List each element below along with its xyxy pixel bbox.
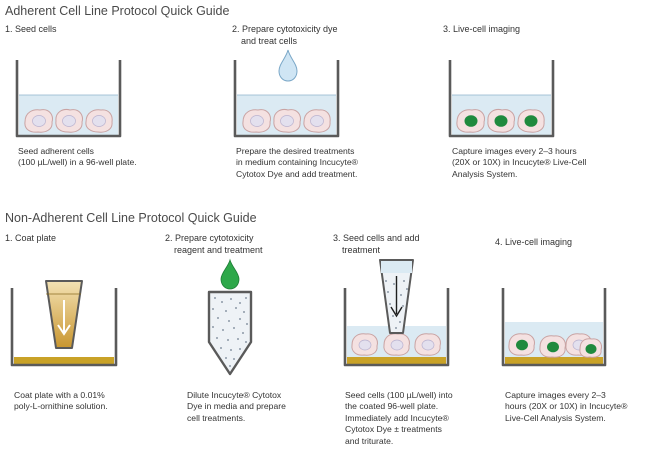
adherent-well-1 — [15, 60, 122, 138]
nonadherent-step-2-title: 2. Prepare cytotoxicity reagent and trea… — [165, 233, 263, 255]
seed-cells-well — [343, 259, 450, 367]
adherent-step-2-description: Prepare the desired treatments in medium… — [236, 146, 358, 179]
adherent-step-3-description: Capture images every 2–3 hours (20X or 1… — [452, 146, 587, 179]
cell-icon — [414, 333, 441, 356]
cell-icon — [55, 109, 83, 133]
dye-particles — [212, 297, 248, 367]
reagent-tube — [207, 258, 253, 376]
nonadherent-step-1-description: Coat plate with a 0.01% poly-L-ornithine… — [14, 390, 108, 412]
nonadherent-step-3-title: 3. Seed cells and add treatment — [333, 233, 420, 255]
cell-icon — [273, 109, 301, 133]
coat-plate-well — [10, 280, 118, 367]
cell-icon — [24, 109, 53, 133]
adherent-section-title: Adherent Cell Line Protocol Quick Guide — [5, 4, 230, 18]
nonadherent-step-4-description: Capture images every 2–3 hours (20X or 1… — [505, 390, 628, 423]
dead-cell-icon — [456, 109, 485, 133]
adherent-cells-1 — [24, 109, 113, 133]
dead-cell-icon — [508, 333, 535, 356]
adherent-step-2-title: 2. Prepare cytotoxicity dye and treat ce… — [232, 24, 338, 46]
coating-pipette-tip — [45, 280, 83, 349]
cell-icon — [242, 109, 271, 133]
adherent-well-3 — [448, 60, 555, 138]
adherent-step-1-title: 1. Seed cells — [5, 24, 57, 34]
dead-cell-icon — [579, 338, 602, 358]
green-dye-drop-icon — [220, 258, 240, 290]
nonadherent-step-4-title: 4. Live-cell imaging — [495, 237, 573, 247]
cell-icon — [351, 333, 378, 356]
cell-icon — [85, 109, 113, 133]
nonadherent-step-3-description: Seed cells (100 µL/well) into the coated… — [345, 390, 453, 446]
adherent-step-1-description: Seed adherent cells (100 µL/well) in a 9… — [18, 146, 137, 168]
dead-cell-icon — [517, 109, 545, 133]
cell-icon — [303, 109, 331, 133]
cell-icon — [383, 333, 410, 356]
nonadherent-step-2-description: Dilute Incucyte® Cytotox Dye in media an… — [187, 390, 286, 423]
dead-cell-icon — [539, 335, 566, 358]
adherent-well-2 — [233, 49, 340, 138]
imaging-well — [501, 288, 607, 367]
dead-cell-icon — [487, 109, 515, 133]
dye-drop-icon — [278, 49, 298, 82]
nonadherent-section-title: Non-Adherent Cell Line Protocol Quick Gu… — [5, 211, 257, 225]
nonadherent-step-1-title: 1. Coat plate — [5, 233, 57, 243]
seeding-pipette-tip — [379, 259, 414, 334]
adherent-step-3-title: 3. Live-cell imaging — [443, 24, 521, 34]
